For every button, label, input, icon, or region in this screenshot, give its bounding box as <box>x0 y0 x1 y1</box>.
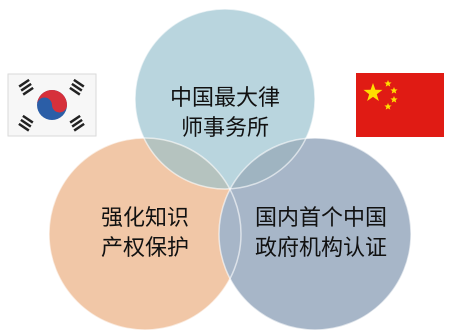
trigram-top-left <box>18 78 34 96</box>
south-korea-flag <box>7 73 97 137</box>
label-top-line1: 中国最大律 <box>169 86 280 111</box>
trigram-top-right <box>69 78 85 96</box>
label-left-line1: 强化知识 <box>100 206 189 231</box>
label-left-circle: 强化知识 产权保护 <box>80 204 210 264</box>
label-right-circle: 国内首个中国 政府机构认证 <box>236 204 406 264</box>
label-top-circle: 中国最大律 师事务所 <box>155 84 295 144</box>
label-top-line2: 师事务所 <box>180 116 269 141</box>
circle-right <box>219 138 411 330</box>
label-right-line1: 国内首个中国 <box>254 206 387 231</box>
china-flag <box>356 73 444 137</box>
trigram-bottom-right <box>69 114 85 132</box>
trigram-bottom-left <box>18 114 34 132</box>
large-star-icon <box>363 83 383 101</box>
label-left-line2: 产权保护 <box>100 236 189 261</box>
label-right-line2: 政府机构认证 <box>254 236 387 261</box>
circle-left <box>49 138 241 330</box>
